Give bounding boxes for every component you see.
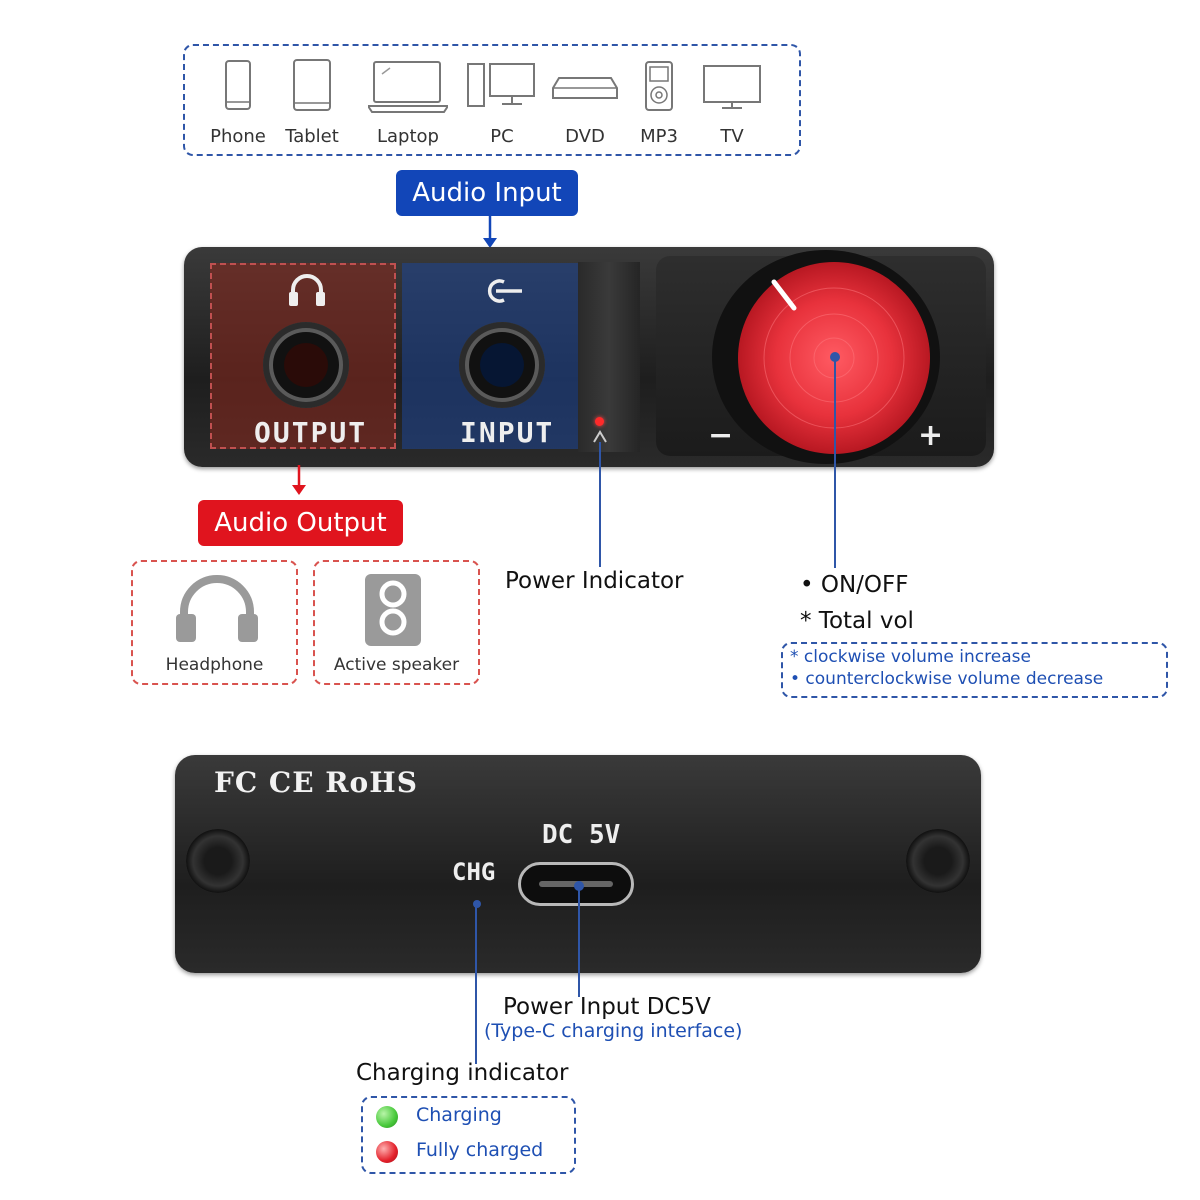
dc-label: DC 5V bbox=[542, 820, 621, 850]
headphone-output-icon bbox=[176, 575, 258, 642]
output-label: OUTPUT bbox=[254, 416, 368, 449]
phone-icon bbox=[225, 60, 251, 110]
power-input-title: Power Input DC5V bbox=[503, 994, 711, 1020]
mp3-icon bbox=[645, 61, 673, 111]
knob-onoff-label: • ON/OFF bbox=[800, 572, 909, 598]
source-label: Laptop bbox=[377, 126, 439, 147]
power-led-arrow-icon bbox=[593, 430, 607, 443]
green-led-icon bbox=[376, 1106, 398, 1128]
source-label: Tablet bbox=[285, 126, 339, 147]
charging-label: Charging bbox=[416, 1104, 502, 1126]
left-screw bbox=[186, 829, 250, 893]
speaker-icon bbox=[365, 574, 421, 646]
power-input-sub: (Type-C charging interface) bbox=[484, 1020, 743, 1042]
input-icon bbox=[487, 279, 522, 303]
knob-center-dot bbox=[830, 352, 840, 362]
headphone-label: Headphone bbox=[165, 655, 264, 675]
source-devices-box bbox=[183, 44, 801, 156]
source-label: Phone bbox=[210, 126, 266, 147]
power-input-dot bbox=[574, 881, 584, 891]
input-label: INPUT bbox=[460, 416, 555, 449]
volume-note-2: • counterclockwise volume decrease bbox=[790, 669, 1104, 689]
power-led bbox=[595, 417, 604, 426]
volume-minus: − bbox=[708, 418, 734, 453]
chg-led bbox=[473, 900, 481, 908]
power-input-line bbox=[578, 885, 580, 997]
volume-note-1: * clockwise volume increase bbox=[790, 647, 1031, 667]
volume-plus: + bbox=[918, 418, 944, 453]
tv-icon bbox=[703, 65, 761, 109]
pc-icon bbox=[467, 63, 535, 107]
knob-callout-line bbox=[834, 356, 836, 568]
volume-note-box bbox=[781, 642, 1168, 698]
tablet-icon bbox=[293, 59, 331, 111]
certification-marks: FC CE RoHS bbox=[214, 766, 418, 799]
audio-output-tag: Audio Output bbox=[198, 500, 403, 546]
source-label: PC bbox=[490, 126, 514, 147]
chg-label: CHG bbox=[452, 858, 496, 886]
speaker-label: Active speaker bbox=[333, 655, 460, 675]
output-arrow-icon bbox=[292, 465, 306, 495]
divider bbox=[578, 262, 640, 452]
charging-legend-box bbox=[361, 1096, 576, 1174]
source-label: DVD bbox=[565, 126, 605, 147]
charging-indicator-title: Charging indicator bbox=[356, 1060, 569, 1086]
headphone-box bbox=[131, 560, 298, 685]
dvd-icon bbox=[552, 77, 618, 99]
right-screw bbox=[906, 829, 970, 893]
source-label: TV bbox=[720, 126, 744, 147]
output-jack[interactable] bbox=[263, 322, 349, 408]
charging-line bbox=[475, 906, 477, 1064]
knob-totalvol-label: * Total vol bbox=[800, 608, 914, 634]
input-arrow-icon bbox=[483, 216, 497, 248]
headphone-icon bbox=[289, 274, 325, 306]
speaker-box bbox=[313, 560, 480, 685]
input-jack[interactable] bbox=[459, 322, 545, 408]
power-indicator-line bbox=[599, 442, 601, 567]
laptop-icon bbox=[368, 61, 448, 113]
power-indicator-label: Power Indicator bbox=[505, 568, 684, 594]
audio-input-tag: Audio Input bbox=[396, 170, 578, 216]
red-led-icon bbox=[376, 1141, 398, 1163]
fully-charged-label: Fully charged bbox=[416, 1139, 544, 1161]
source-label: MP3 bbox=[640, 126, 678, 147]
